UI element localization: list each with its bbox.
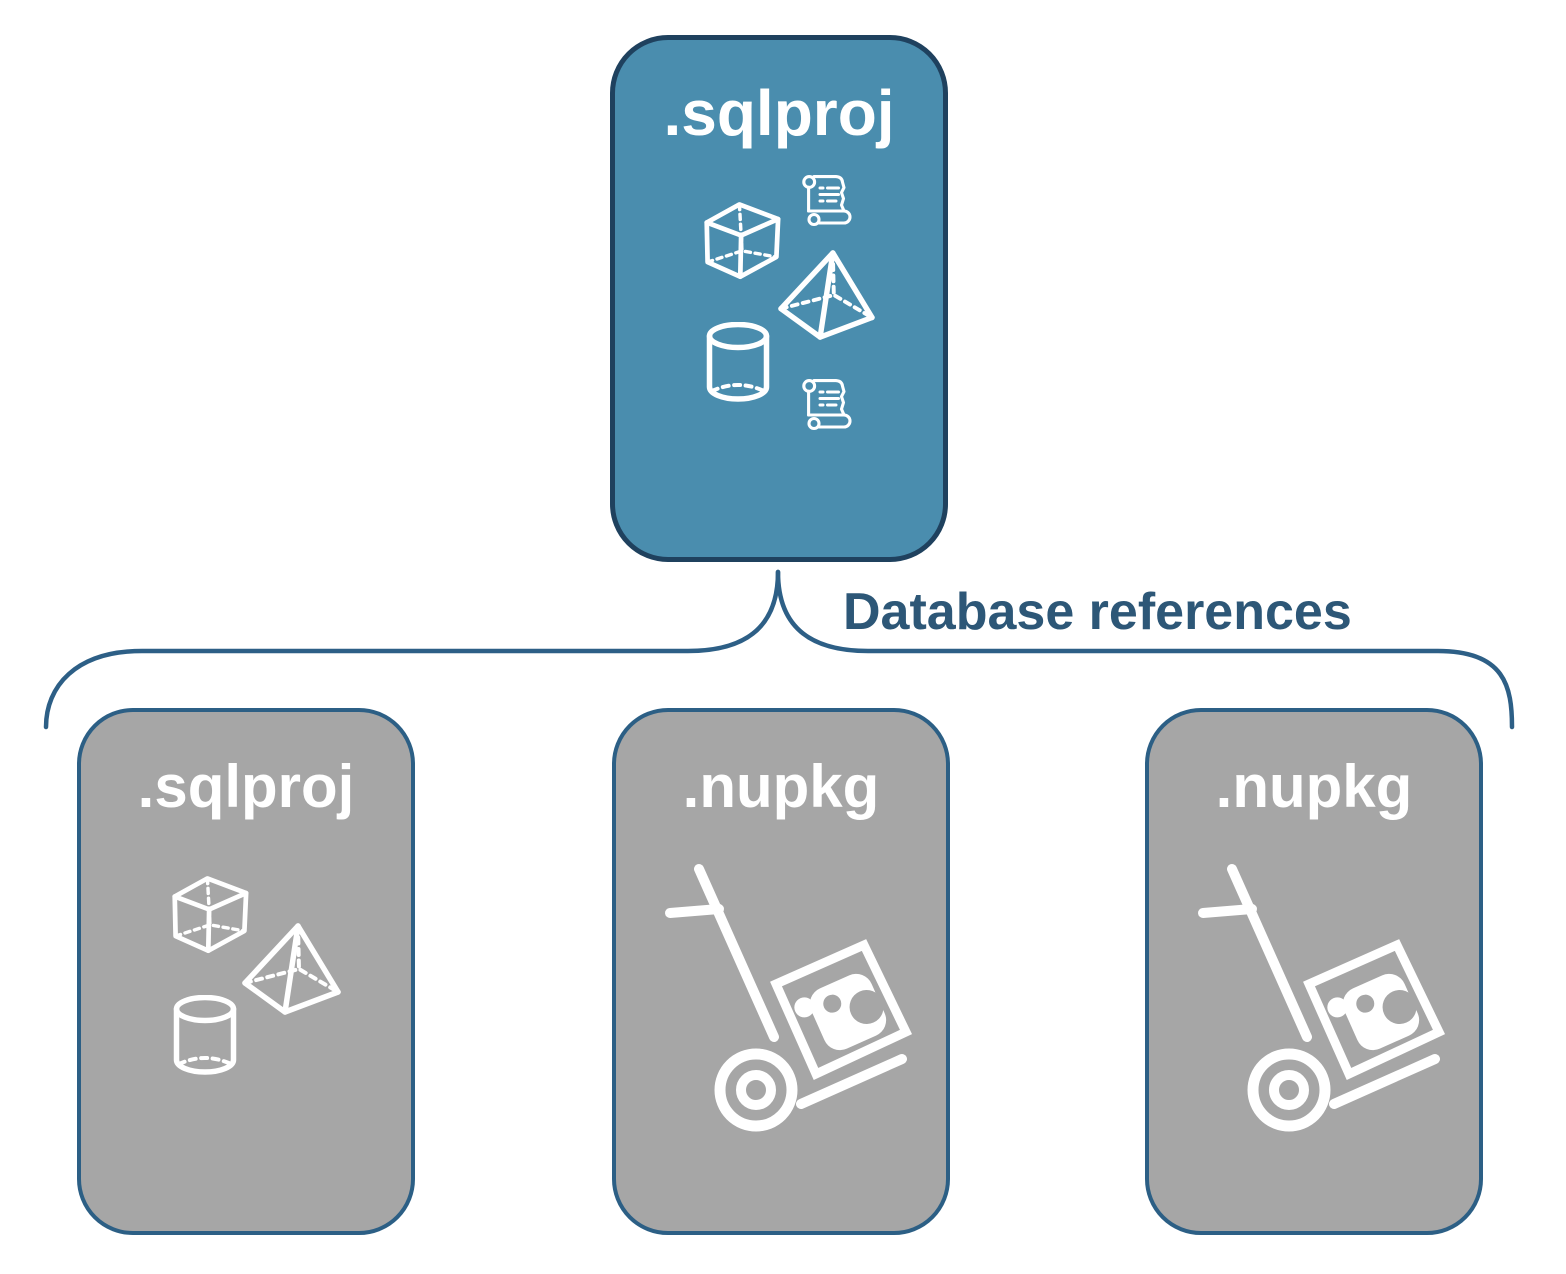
cube-icon (699, 200, 785, 282)
database-cylinder-icon (705, 322, 771, 404)
node-child-title: .nupkg (1215, 753, 1413, 820)
nuget-package-dolly-icon (661, 857, 921, 1137)
script-scroll-icon (800, 377, 852, 433)
node-root-sqlproj: .sqlproj (610, 35, 948, 562)
node-child-nupkg-1: .nupkg (612, 708, 950, 1235)
database-references-brace-connector (43, 569, 1515, 730)
node-child-title: .sqlproj (137, 753, 355, 820)
node-child-nupkg-2: .nupkg (1145, 708, 1483, 1235)
script-scroll-icon (800, 173, 852, 229)
node-root-title: .sqlproj (663, 77, 895, 149)
connector-label: Database references (843, 583, 1352, 641)
database-cylinder-icon (172, 995, 238, 1077)
nuget-package-dolly-icon (1194, 857, 1454, 1137)
pyramid-icon (777, 249, 875, 342)
node-child-title: .nupkg (682, 753, 880, 820)
pyramid-icon (241, 922, 341, 1017)
node-child-sqlproj: .sqlproj (77, 708, 415, 1235)
